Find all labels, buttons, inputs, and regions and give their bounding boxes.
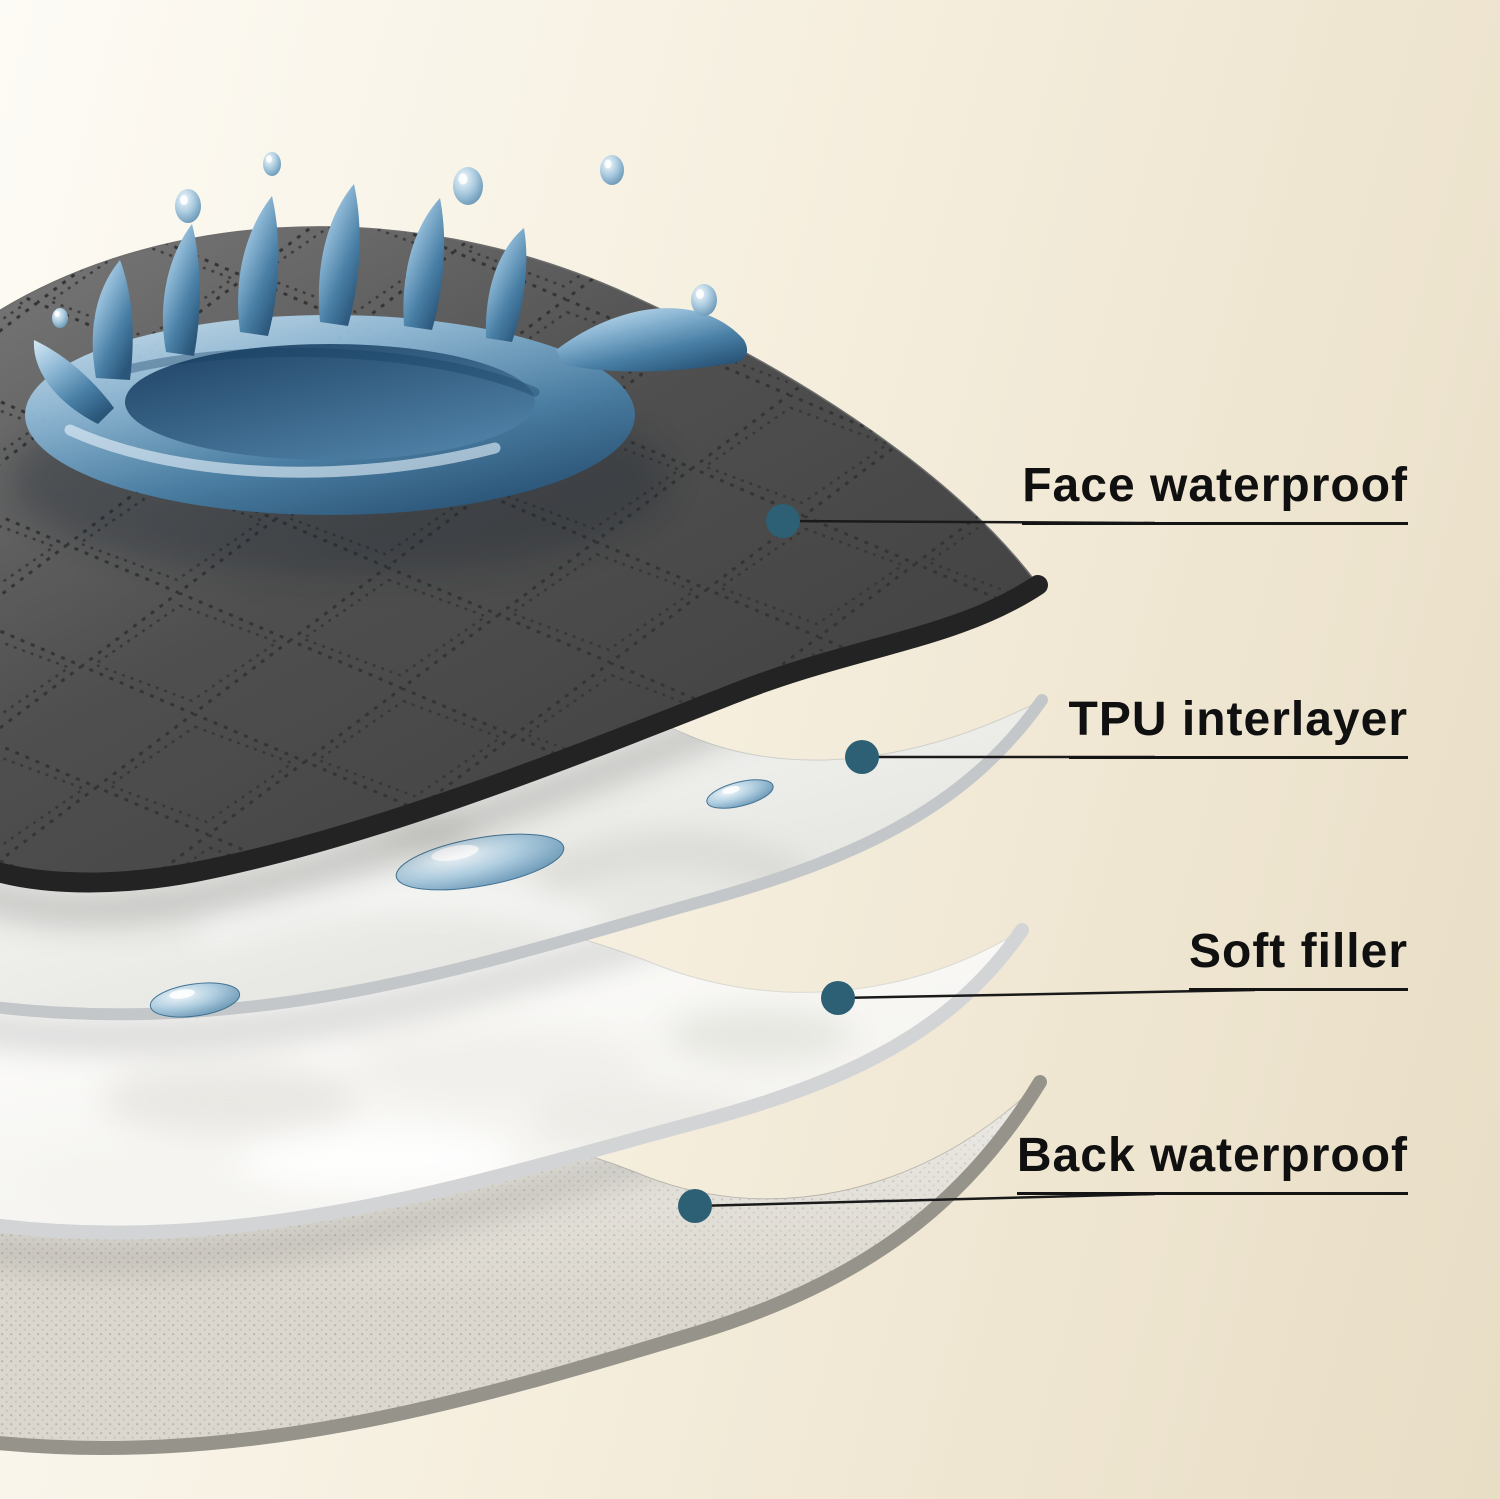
filler-fluff-texture: [20, 1007, 855, 1208]
face-waterproof-marker-dot: [766, 504, 800, 538]
soft-filler-marker-dot: [821, 981, 855, 1015]
soft-filler-leader-line: [837, 988, 1256, 1000]
face-waterproof-edge: [0, 575, 1048, 893]
water-splash: [25, 152, 748, 515]
tpu-interlayer-label: TPU interlayer: [1068, 692, 1408, 760]
floating-water-droplets: [52, 152, 717, 328]
soft-filler-edge: [0, 923, 1029, 1240]
soft-filler-label: Soft filler: [1188, 924, 1408, 992]
back-waterproof-label: Back waterproof: [1016, 1128, 1408, 1196]
back-waterproof-marker-dot: [678, 1189, 712, 1223]
annotation-dots: [678, 504, 879, 1223]
face-waterproof-label: Face waterproof: [1022, 458, 1408, 526]
tpu-water-droplets: [149, 779, 774, 1018]
splash-crown-spikes: [33, 184, 748, 424]
tpu-interlayer-marker-dot: [845, 740, 879, 774]
back-waterproof-leader-line: [694, 1192, 1156, 1208]
